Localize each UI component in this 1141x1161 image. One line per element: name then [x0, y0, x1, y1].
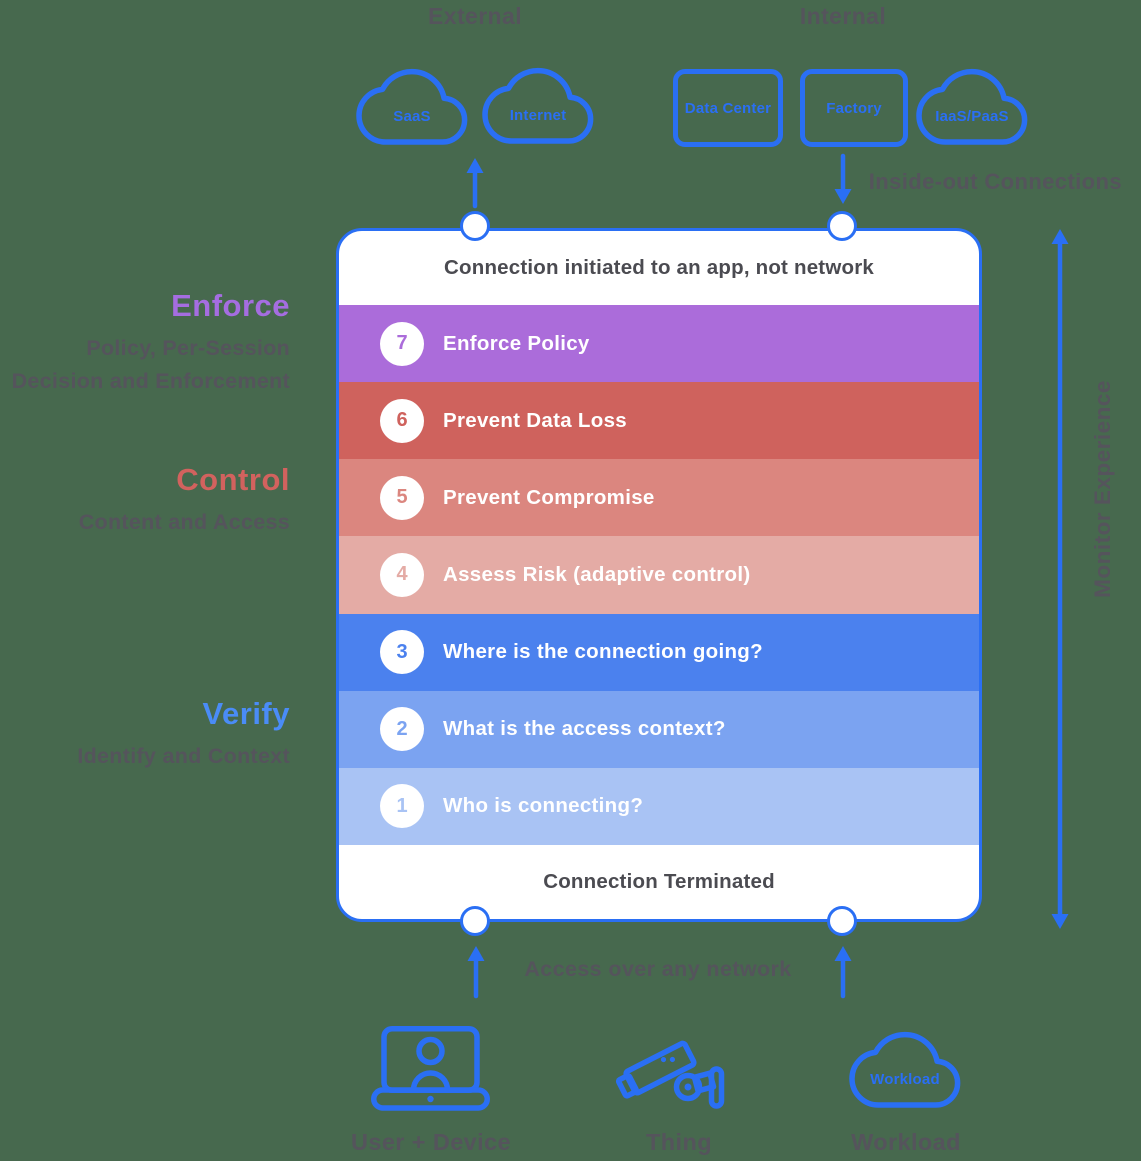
step-label: Where is the connection going?	[443, 640, 763, 664]
enforce-heading: Enforce	[171, 288, 290, 323]
cloud-icon: Workload	[849, 1031, 961, 1108]
step-label: Who is connecting?	[443, 794, 644, 818]
verify-heading: Verify	[202, 696, 290, 731]
verify-subtitle-line: Identify and Context	[77, 744, 290, 768]
internal-zone-label: Internal	[799, 3, 887, 29]
enforce-subtitle-line: Policy, Per-Session	[86, 336, 290, 360]
iaas-paas-cloud-label: IaaS/PaaS	[935, 108, 1009, 125]
step-label: Prevent Compromise	[443, 485, 655, 509]
arrow-up-icon	[466, 158, 484, 209]
step-number-badge: 1	[380, 784, 424, 829]
control-subtitle-line: Content and Access	[78, 510, 290, 534]
step-row-enforce-policy: 7 Enforce Policy	[339, 305, 979, 383]
zero-trust-exchange-box: Connection initiated to an app, not netw…	[336, 228, 982, 922]
step-label: Enforce Policy	[443, 331, 590, 355]
connection-terminated-label: Connection Terminated	[543, 870, 775, 893]
arrow-up-icon	[467, 946, 485, 999]
workload-cloud-label: Workload	[870, 1071, 940, 1088]
step-rows: 7 Enforce Policy 6 Prevent Data Loss 5 P…	[339, 305, 979, 845]
cloud-icon: SaaS	[356, 68, 468, 145]
step-row-who-is-connecting: 1 Who is connecting?	[339, 767, 979, 845]
step-row-prevent-compromise: 5 Prevent Compromise	[339, 459, 979, 537]
step-number-badge: 5	[380, 475, 424, 520]
workload-label: Workload	[851, 1129, 961, 1155]
connection-port-dot	[460, 906, 490, 936]
user-device-label: User + Device	[350, 1129, 511, 1155]
thing-label: Thing	[646, 1129, 712, 1155]
connection-initiated-label: Connection initiated to an app, not netw…	[444, 256, 874, 279]
step-label: Assess Risk (adaptive control)	[443, 562, 751, 586]
external-zone-label: External	[428, 3, 522, 29]
connection-port-dot	[827, 906, 857, 936]
arrow-up-icon	[834, 946, 852, 999]
step-number-badge: 3	[380, 630, 424, 675]
control-heading: Control	[176, 462, 290, 497]
arrow-down-icon	[834, 153, 852, 204]
factory-box: Factory	[800, 69, 908, 147]
enforce-subtitle: Policy, Per-Session Decision and Enforce…	[0, 332, 290, 398]
factory-label: Factory	[826, 99, 882, 117]
inside-out-connections-label: Inside-out Connections	[868, 169, 1122, 194]
double-arrow-vertical-icon	[1051, 229, 1069, 929]
step-row-assess-risk: 4 Assess Risk (adaptive control)	[339, 536, 979, 614]
monitor-experience-label: Monitor Experience	[1090, 380, 1115, 598]
connection-port-dot	[827, 211, 857, 241]
cctv-camera-icon	[615, 1040, 725, 1109]
step-row-where-connection-going: 3 Where is the connection going?	[339, 613, 979, 691]
control-subtitle: Content and Access	[0, 506, 290, 539]
enforce-subtitle-line: Decision and Enforcement	[11, 369, 290, 393]
cloud-icon: IaaS/PaaS	[916, 68, 1028, 145]
data-center-label: Data Center	[684, 99, 772, 117]
step-row-prevent-data-loss: 6 Prevent Data Loss	[339, 382, 979, 460]
internet-cloud-label: Internet	[510, 107, 567, 124]
step-row-access-context: 2 What is the access context?	[339, 690, 979, 768]
step-number-badge: 6	[380, 398, 424, 443]
control-group: Control Content and Access	[0, 462, 290, 539]
saas-cloud-label: SaaS	[393, 108, 431, 125]
step-label: Prevent Data Loss	[443, 408, 627, 432]
connection-port-dot	[460, 211, 490, 241]
verify-group: Verify Identify and Context	[0, 696, 290, 773]
verify-subtitle: Identify and Context	[0, 740, 290, 773]
laptop-user-icon	[371, 1026, 490, 1111]
step-number-badge: 4	[380, 552, 424, 597]
step-label: What is the access context?	[443, 717, 726, 741]
data-center-box: Data Center	[673, 69, 783, 147]
enforce-group: Enforce Policy, Per-Session Decision and…	[0, 288, 290, 398]
step-number-badge: 2	[380, 707, 424, 752]
step-number-badge: 7	[380, 321, 424, 366]
cloud-icon: Internet	[482, 67, 594, 144]
access-over-any-network-label: Access over any network	[524, 957, 792, 981]
